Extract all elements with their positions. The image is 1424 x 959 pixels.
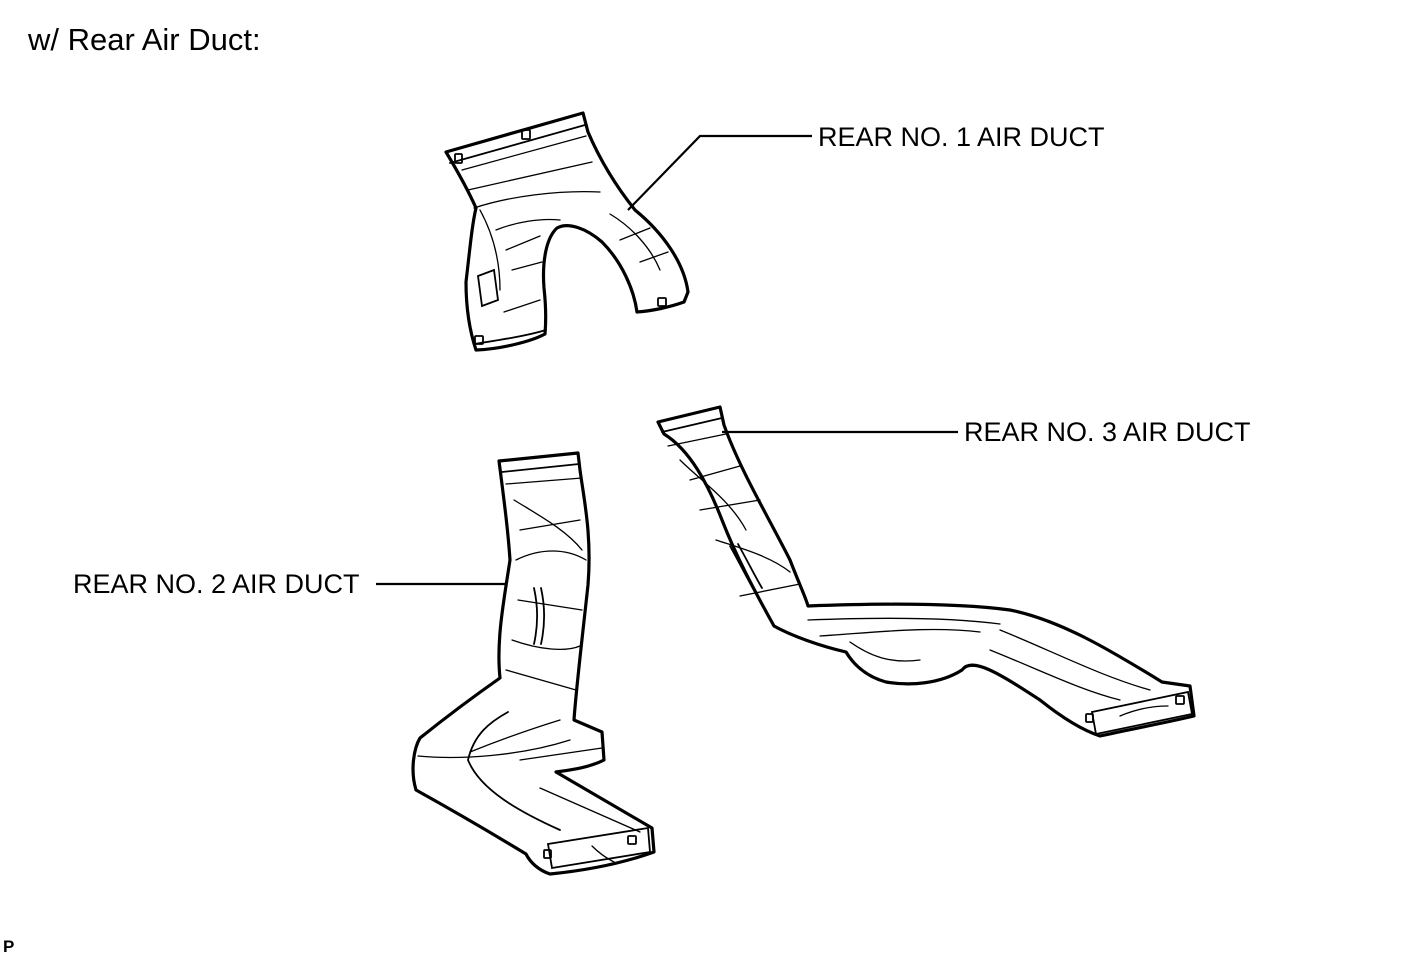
page-title: w/ Rear Air Duct:	[28, 22, 261, 57]
callout-rear-no2-air-duct: REAR NO. 2 AIR DUCT	[73, 569, 360, 599]
rear-no2-air-duct	[411, 451, 656, 876]
rear-no3-air-duct	[656, 405, 1196, 738]
rear-no1-air-duct-body	[444, 111, 690, 352]
rear-no3-air-duct-body	[656, 405, 1196, 738]
page-mark: P	[3, 937, 15, 956]
leader-line-duct1	[627, 134, 812, 211]
callout-rear-no1-air-duct: REAR NO. 1 AIR DUCT	[818, 122, 1105, 152]
rear-no2-air-duct-body	[411, 451, 656, 876]
callout-rear-no3-air-duct: REAR NO. 3 AIR DUCT	[964, 417, 1251, 447]
rear-no1-air-duct	[444, 111, 690, 352]
